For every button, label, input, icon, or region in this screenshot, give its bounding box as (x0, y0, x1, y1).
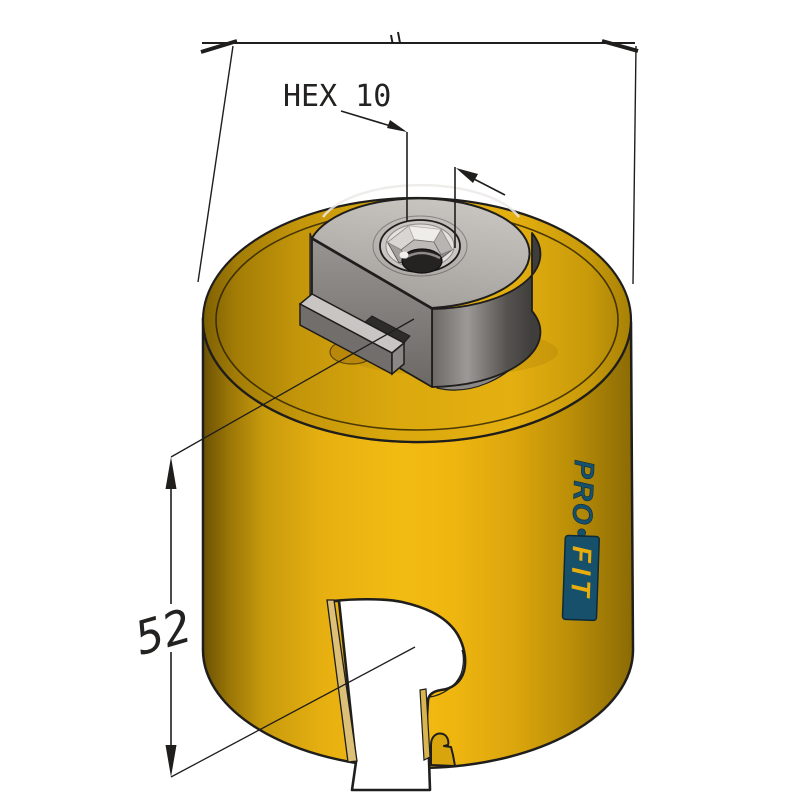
profit-logo: PRO• FIT (561, 459, 600, 622)
slot-cut-face (326, 599, 358, 763)
depth-witness-top (170, 318, 415, 458)
hub-tab (298, 293, 411, 376)
hex-label: HEX 10 (283, 79, 391, 114)
right-extension-line (632, 45, 637, 285)
arbor-hub (298, 183, 542, 391)
logo-pro-text: PRO• (566, 459, 600, 540)
top-diameter-dimension (197, 31, 639, 285)
depth-witness-bottom (170, 646, 416, 778)
hex-annotation: HEX 10 (283, 79, 506, 248)
hole-saw-body (201, 316, 635, 792)
recess-machined-ring (372, 215, 468, 277)
hex-socket (372, 215, 468, 277)
hex-leader-arrowhead (387, 120, 407, 132)
hole-spot-highlight (399, 251, 409, 259)
depth-value: 52 (129, 598, 197, 665)
depth-arrow-up (165, 457, 177, 489)
logo-fit-box (561, 534, 600, 622)
cropped-dimension-text-remnant (390, 31, 401, 44)
socket-leader-tail (473, 178, 506, 196)
hub-side-wall (431, 232, 542, 388)
right-oblique-tick (601, 39, 639, 53)
left-oblique-tick (200, 39, 238, 54)
saw-tooth (430, 732, 456, 767)
tab-end-face (391, 341, 405, 376)
depth-arrow-down (165, 745, 177, 777)
left-extension-line (197, 45, 234, 283)
hex-leader-tail (340, 110, 395, 128)
logo-fit-text: FIT (565, 545, 597, 602)
hook-edge-line (429, 649, 464, 698)
hub-top-highlight (322, 183, 520, 218)
socket-leader-arrowhead (456, 168, 478, 183)
